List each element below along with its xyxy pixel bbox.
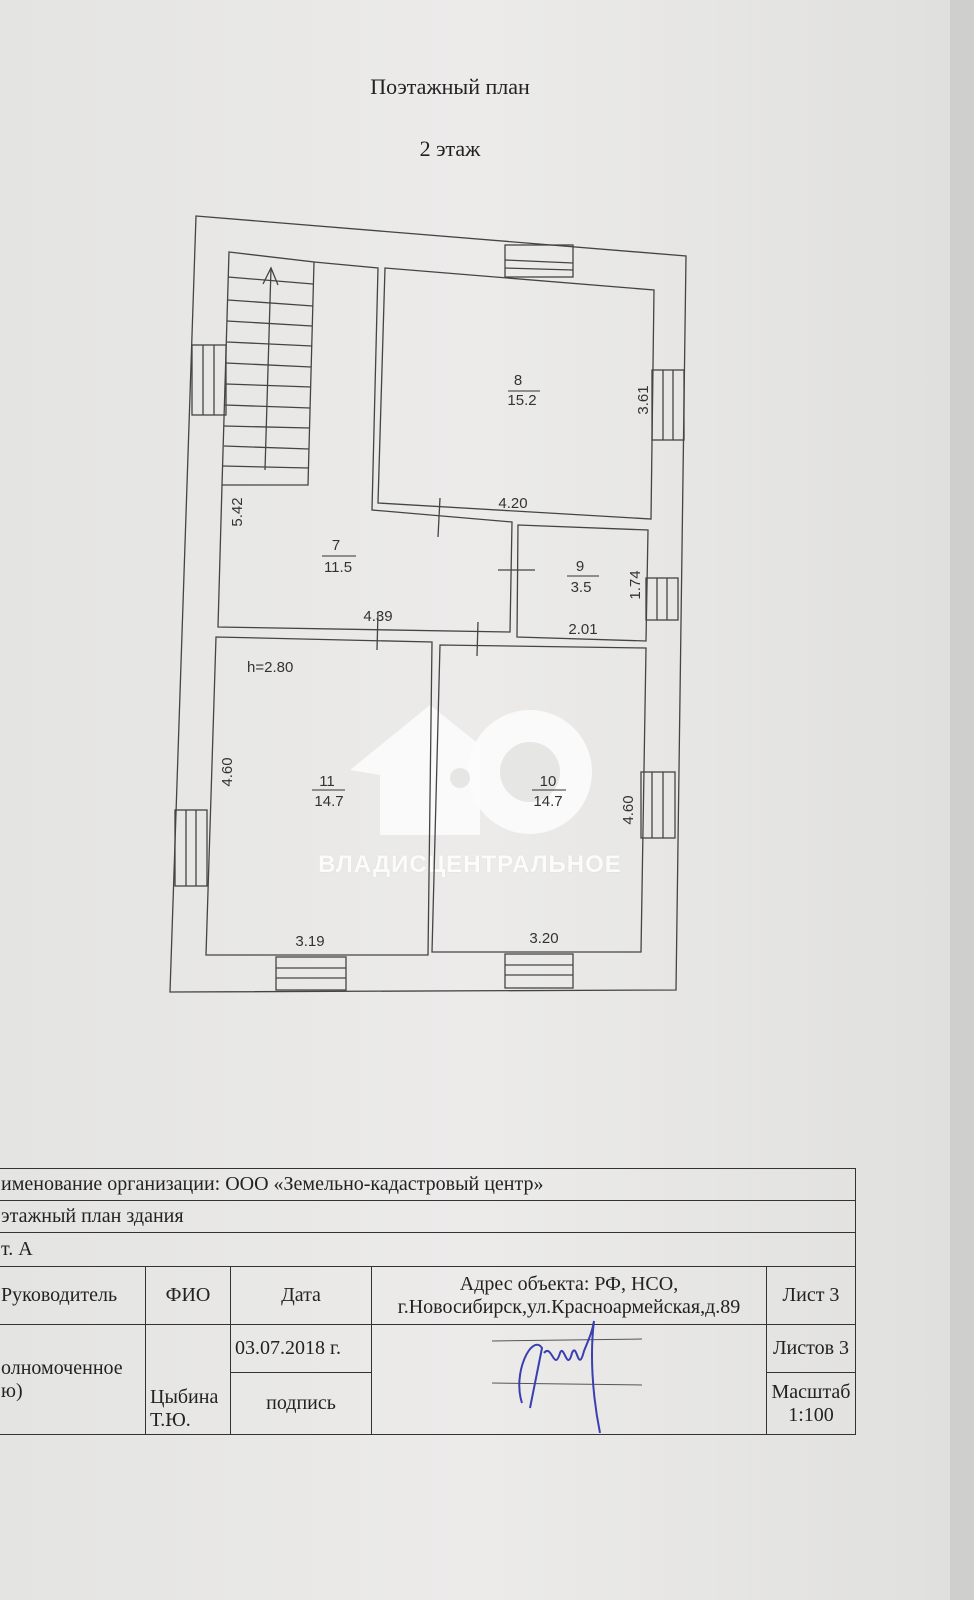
room-9-area: 3.5 bbox=[571, 579, 592, 596]
stair-arrow-icon bbox=[264, 267, 272, 471]
dimension-label: 2.01 bbox=[568, 621, 597, 638]
object-address: Адрес объекта: РФ, НСО,г.Новосибирск,ул.… bbox=[371, 1266, 767, 1325]
ceiling-height-label: h=2.80 bbox=[247, 659, 293, 676]
watermark-logo-icon bbox=[350, 705, 592, 835]
room-8-area: 15.2 bbox=[507, 392, 536, 409]
room-9-number: 9 bbox=[576, 558, 584, 575]
signature-cell bbox=[371, 1320, 767, 1435]
page-edge bbox=[950, 0, 974, 1600]
room-10-number: 10 bbox=[540, 773, 557, 790]
dimension-label: 4.60 bbox=[620, 795, 637, 824]
room-7-area: 11.5 bbox=[324, 559, 352, 576]
staircase bbox=[221, 251, 315, 486]
plan-title: Поэтажный план bbox=[370, 74, 530, 99]
dimension-label: 3.19 bbox=[295, 933, 324, 950]
document-type-cell: этажный план здания bbox=[0, 1200, 856, 1233]
date-value: 03.07.2018 г. bbox=[230, 1324, 372, 1373]
signature-label: подпись bbox=[230, 1372, 372, 1435]
room-10-wall bbox=[431, 644, 647, 953]
scale-label: Масштаб bbox=[771, 1380, 851, 1403]
dimension-label: 4.39 bbox=[363, 608, 392, 625]
scale-value: 1:100 bbox=[788, 1403, 834, 1426]
dimension-label: 3.20 bbox=[529, 930, 558, 947]
watermark: ВЛАДИСЦЕНТРАЛЬНОЕ bbox=[300, 700, 640, 879]
room-10-area: 14.7 bbox=[533, 793, 562, 810]
room-7-number: 7 bbox=[332, 537, 340, 554]
outer-wall bbox=[169, 215, 687, 993]
organization-cell: именование организации: ООО «Земельно-ка… bbox=[0, 1168, 856, 1201]
dimension-label: 3.61 bbox=[635, 385, 652, 414]
address-line: г.Новосибирск,ул.Красноармейская,д.89 bbox=[397, 1295, 741, 1318]
role-text: олномоченное bbox=[1, 1356, 123, 1379]
head-column-header: Руководитель bbox=[0, 1266, 146, 1325]
room-11-area: 14.7 bbox=[314, 793, 343, 810]
watermark-text: ВЛАДИСЦЕНТРАЛЬНОЕ bbox=[318, 851, 622, 878]
sheet-number: Лист 3 bbox=[766, 1266, 856, 1325]
address-line: Адрес объекта: РФ, НСО, bbox=[459, 1272, 679, 1295]
title-block: именование организации: ООО «Земельно-ка… bbox=[0, 1168, 856, 1435]
room-11-wall bbox=[205, 636, 433, 956]
dimension-label: 4.60 bbox=[219, 757, 236, 786]
signature-icon bbox=[491, 1320, 643, 1433]
dimension-label: 5.42 bbox=[229, 497, 246, 526]
dimension-label: 1.74 bbox=[627, 570, 644, 599]
role-text: ю) bbox=[1, 1379, 23, 1402]
door bbox=[376, 497, 535, 657]
room-7-wall bbox=[217, 261, 513, 633]
total-sheets: Листов 3 bbox=[766, 1324, 856, 1373]
date-column-header: Дата bbox=[230, 1266, 372, 1325]
room-8-wall bbox=[377, 267, 655, 520]
window bbox=[174, 244, 685, 991]
floor-plan: 8 15.2 7 11.5 9 3.5 11 14.7 10 14.7 4.20… bbox=[169, 215, 687, 993]
fio-column-header: ФИО bbox=[145, 1266, 231, 1325]
room-8-number: 8 bbox=[514, 372, 522, 389]
name-cell: Цыбина Т.Ю. bbox=[145, 1324, 231, 1435]
room-11-number: 11 bbox=[319, 773, 335, 790]
letter-cell: т. А bbox=[0, 1232, 856, 1267]
room-9-wall bbox=[516, 524, 649, 642]
floor-label: 2 этаж bbox=[419, 136, 481, 161]
dimension-label: 4.20 bbox=[498, 495, 527, 512]
